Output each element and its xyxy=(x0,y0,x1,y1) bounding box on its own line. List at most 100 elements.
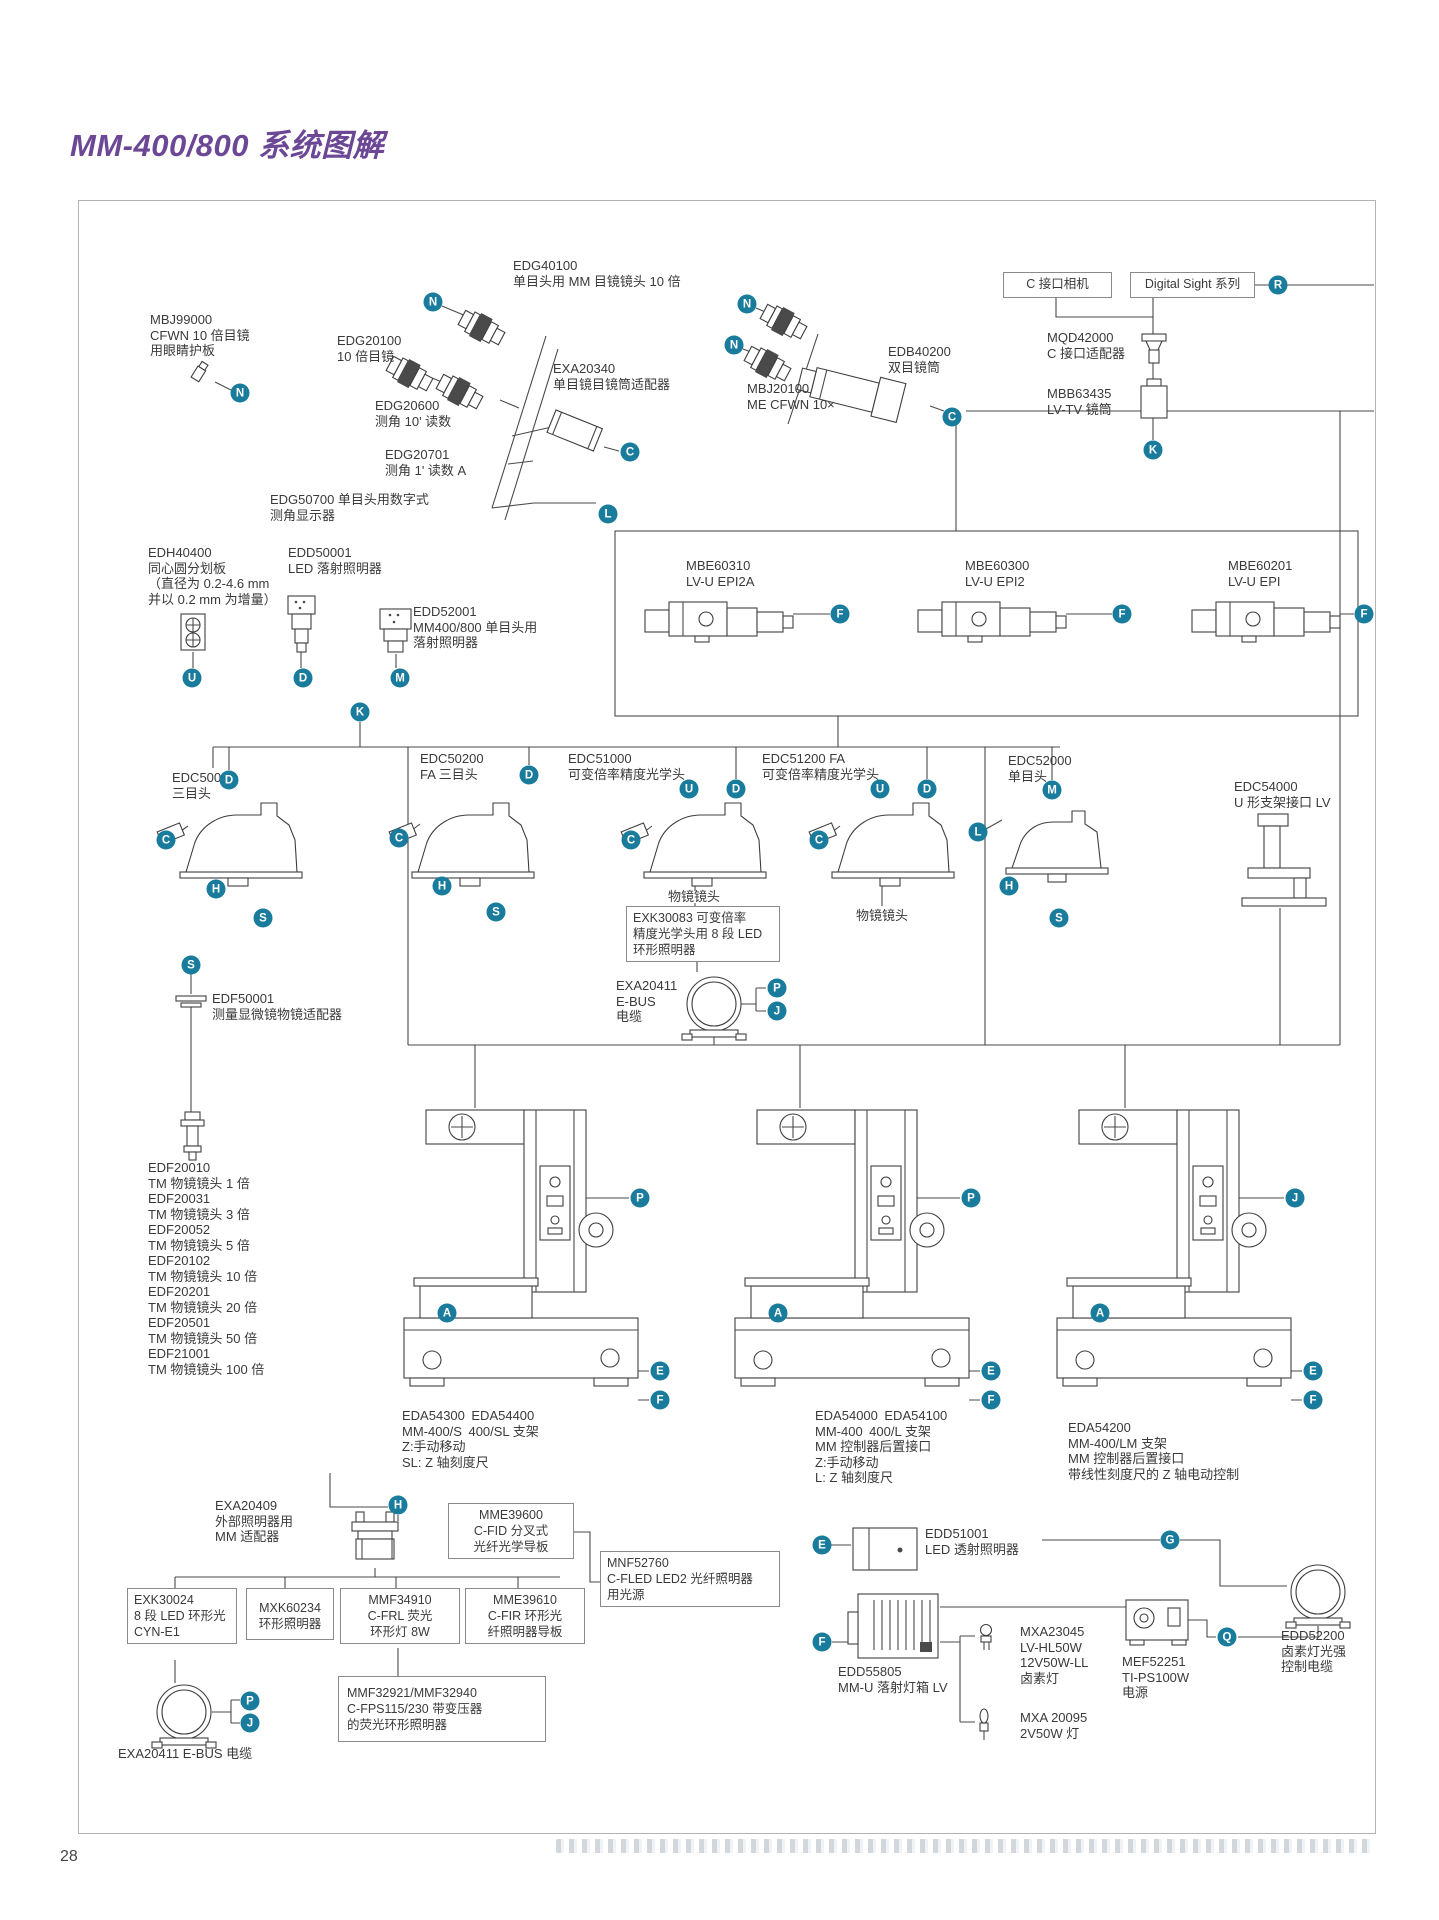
badge-c: C xyxy=(621,830,641,850)
badge-j: J xyxy=(240,1713,260,1733)
page-number: 28 xyxy=(60,1848,78,1865)
badge-s: S xyxy=(181,955,201,975)
label-edg20701: EDG20701 测角 1' 读数 A xyxy=(385,447,467,478)
label-eda54200: EDA54200 MM-400/LM 支架 MM 控制器后置接口 带线性刻度尺的… xyxy=(1068,1420,1240,1482)
optical-head-drawing xyxy=(620,802,767,887)
badge-r: R xyxy=(1268,275,1288,295)
label-edc50200: EDC50200 FA 三目头 xyxy=(420,751,484,782)
box-mnf52760: MNF52760 C-FLED LED2 光纤照明器 用光源 xyxy=(600,1551,780,1607)
exa20340-drawing xyxy=(546,409,604,452)
edd55805-drawing xyxy=(847,1593,939,1659)
label-mqd42000: MQD42000 C 接口适配器 xyxy=(1047,330,1126,361)
label-edd50001: EDD50001 LED 落射照明器 xyxy=(288,545,382,576)
badge-f: F xyxy=(650,1390,670,1410)
label-mxa23045: MXA23045 LV-HL50W 12V50W-LL 卤素灯 xyxy=(1020,1624,1089,1686)
badge-p: P xyxy=(961,1188,981,1208)
badge-d: D xyxy=(726,779,746,799)
trinocular-head-drawing xyxy=(156,802,303,887)
badge-f: F xyxy=(1112,604,1132,624)
edh40400-drawing xyxy=(180,613,206,651)
badge-h: H xyxy=(388,1495,408,1515)
badge-p: P xyxy=(240,1691,260,1711)
badge-s: S xyxy=(253,908,273,928)
diagram-frame xyxy=(78,200,1376,1834)
eyepiece-icon xyxy=(741,341,795,387)
tm-objective-drawing xyxy=(180,1111,205,1161)
badge-f: F xyxy=(1354,604,1374,624)
badge-j: J xyxy=(767,1001,787,1021)
badge-n: N xyxy=(724,335,744,355)
edf50001-drawing xyxy=(175,995,207,1008)
badge-u: U xyxy=(870,779,890,799)
monocular-head-drawing xyxy=(1005,810,1109,883)
label-mbe60201: MBE60201 LV-U EPI xyxy=(1228,558,1293,589)
badge-h: H xyxy=(432,876,452,896)
label-edc51200: EDC51200 FA 可变倍率精度光学头 xyxy=(762,751,880,782)
label-edh40400: EDH40400 同心圆分划板 （直径为 0.2-4.6 mm 并以 0.2 m… xyxy=(148,545,277,607)
scan-artifact xyxy=(556,1839,1372,1853)
label-mbb63435: MBB63435 LV-TV 镜筒 xyxy=(1047,386,1112,417)
label-eda54000: EDA54000 EDA54100 MM-400 400/L 支架 MM 控制器… xyxy=(815,1408,948,1485)
box-mxk60234: MXK60234 环形照明器 xyxy=(246,1588,334,1640)
box-mmf32921: MMF32921/MMF32940 C-FPS115/230 带变压器 的荧光环… xyxy=(338,1676,546,1742)
label-edf-objectives: EDF20010 TM 物镜镜头 1 倍 EDF20031 TM 物镜镜头 3 … xyxy=(148,1160,265,1377)
edd52001-drawing xyxy=(379,608,412,653)
badge-n: N xyxy=(737,294,757,314)
label-edd52200: EDD52200 卤素灯光强 控制电缆 xyxy=(1281,1628,1347,1674)
badge-d: D xyxy=(293,668,313,688)
badge-u: U xyxy=(679,779,699,799)
badge-j: J xyxy=(1285,1188,1305,1208)
badge-c: C xyxy=(620,442,640,462)
badge-f: F xyxy=(812,1632,832,1652)
label-edc52000: EDC52000 单目头 xyxy=(1008,753,1072,784)
badge-e: E xyxy=(650,1361,670,1381)
badge-a: A xyxy=(1090,1303,1110,1323)
badge-d: D xyxy=(219,770,239,790)
mbb63435-drawing xyxy=(1140,378,1168,419)
label-exa20340: EXA20340 单目镜目镜筒适配器 xyxy=(553,361,671,392)
label-mbj99000: MBJ99000 CFWN 10 倍目镜 用眼睛护板 xyxy=(150,312,250,358)
eyepiece-icon xyxy=(757,299,811,345)
label-edc54000: EDC54000 U 形支架接口 LV xyxy=(1234,779,1331,810)
badge-l: L xyxy=(598,504,618,524)
label-mbe60300: MBE60300 LV-U EPI2 xyxy=(965,558,1030,589)
edd50001-drawing xyxy=(287,595,316,653)
edd51001-drawing xyxy=(852,1527,918,1571)
label-mbe60310: MBE60310 LV-U EPI2A xyxy=(686,558,755,589)
epi-illuminator-drawing xyxy=(1191,601,1341,643)
box-mmf34910: MMF34910 C-FRL 荧光 环形灯 8W xyxy=(340,1588,460,1644)
epi-illuminator-drawing xyxy=(644,601,794,643)
label-eda54300: EDA54300 EDA54400 MM-400/S 400/SL 支架 Z:手… xyxy=(402,1408,539,1470)
mqd42000-drawing xyxy=(1141,333,1167,364)
epi-illuminator-drawing xyxy=(917,601,1067,643)
label-edc51000: EDC51000 可变倍率精度光学头 xyxy=(568,751,686,782)
label-mef52251: MEF52251 TI-PS100W 电源 xyxy=(1122,1654,1190,1700)
halogen-lamp-icon xyxy=(979,1623,993,1650)
badge-k: K xyxy=(350,702,370,722)
badge-p: P xyxy=(630,1188,650,1208)
stand-drawing xyxy=(1056,1109,1292,1387)
part-drawings xyxy=(151,299,1351,1749)
edc54000-drawing xyxy=(1241,813,1327,907)
badge-c: C xyxy=(942,407,962,427)
box-exk30024: EXK30024 8 段 LED 环形光 CYN-E1 xyxy=(127,1588,237,1644)
label-edg40100: EDG40100 单目头用 MM 目镜镜头 10 倍 xyxy=(513,258,681,289)
label-mxa20095: MXA 20095 2V50W 灯 xyxy=(1020,1710,1088,1741)
badge-f: F xyxy=(1303,1390,1323,1410)
label-edd52001: EDD52001 MM400/800 单目头用 落射照明器 xyxy=(413,604,538,650)
lamp-icon xyxy=(979,1708,989,1740)
trinocular-head-drawing xyxy=(388,802,535,887)
label-mbj20100: MBJ20100 ME CFWN 10× xyxy=(747,381,835,412)
ring-light-drawing xyxy=(151,1684,217,1749)
box-exk30083: EXK30083 可变倍率 精度光学头用 8 段 LED 环形照明器 xyxy=(626,906,780,962)
label-edg20100: EDG20100 10 倍目镜 xyxy=(337,333,402,364)
binocular-drawing xyxy=(796,366,907,424)
badge-s: S xyxy=(1049,908,1069,928)
label-exa20411: EXA20411 E-BUS 电缆 xyxy=(616,978,678,1024)
mef52251-drawing xyxy=(1125,1599,1189,1646)
badge-m: M xyxy=(1042,780,1062,800)
label-objective-lens: 物镜镜头 xyxy=(668,889,721,904)
label-edg20600: EDG20600 测角 10' 读数 xyxy=(375,398,452,429)
label-exa20409: EXA20409 外部照明器用 MM 适配器 xyxy=(215,1498,294,1544)
